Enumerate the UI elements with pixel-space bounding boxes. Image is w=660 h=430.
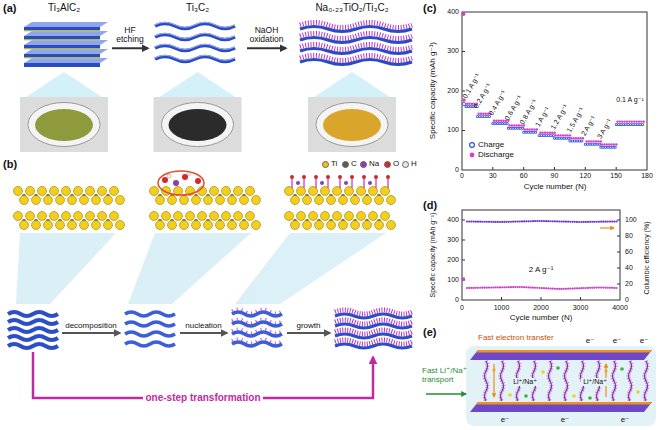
axis-title: Cycle number (N) bbox=[510, 313, 573, 322]
tick-label: 400 bbox=[447, 216, 459, 224]
panel-letter: (a) bbox=[3, 2, 16, 15]
ion-label: Li⁺/Na⁺ bbox=[581, 378, 609, 386]
tick-label: 100 bbox=[447, 276, 459, 284]
transformation-bracket bbox=[33, 352, 373, 398]
node-label: Na₀.₂₃TiO₂/Ti₃C₂ bbox=[315, 2, 388, 14]
tick-label: 1000 bbox=[494, 304, 510, 312]
legend-label: Discharge bbox=[478, 150, 514, 159]
material-node: Na₀.₂₃TiO₂/Ti₃C₂ bbox=[288, 2, 416, 68]
annotation: Fast electron transfer bbox=[478, 333, 554, 342]
rate-label: 2 A g⁻¹ bbox=[580, 115, 598, 138]
tick-label: 40 bbox=[625, 264, 633, 272]
tick-label: 100 bbox=[447, 126, 459, 134]
legend-label: Ti bbox=[331, 159, 337, 168]
tick-label: 0 bbox=[455, 296, 459, 304]
step-label: decomposition bbox=[65, 321, 117, 330]
current-label: 2 A g⁻¹ bbox=[529, 265, 554, 274]
tick-label: 3000 bbox=[573, 304, 589, 312]
panel-letter: (e) bbox=[423, 326, 436, 339]
legend-label: Charge bbox=[478, 140, 504, 149]
tick-label: 150 bbox=[610, 172, 622, 180]
edge-label: HF etching bbox=[110, 26, 150, 46]
stage-sheets bbox=[8, 309, 412, 348]
legend-swatch bbox=[402, 161, 409, 168]
tick-label: 20 bbox=[625, 280, 633, 288]
electron-label: e⁻ bbox=[621, 415, 630, 424]
material-node: Ti₃C₂ bbox=[150, 2, 245, 68]
axis-title: Columbic efficiency (%) bbox=[644, 221, 652, 294]
atomic-structures bbox=[14, 171, 396, 230]
rate-label: 1 A g⁻¹ bbox=[534, 106, 552, 129]
tick-label: 300 bbox=[447, 236, 459, 244]
powder-photos bbox=[20, 72, 396, 152]
electron-label: e⁻ bbox=[501, 415, 510, 424]
process-arrow bbox=[247, 47, 286, 49]
panel-letter: (b) bbox=[3, 158, 17, 171]
tick-label: 80 bbox=[625, 232, 633, 240]
process-arrow bbox=[112, 47, 148, 49]
tick-label: 4000 bbox=[612, 304, 628, 312]
electron-label: e⁻ bbox=[613, 336, 622, 345]
rate-label: 3 A g⁻¹ bbox=[596, 118, 614, 141]
tick-label: 100 bbox=[625, 216, 637, 224]
ti3c2-sheets bbox=[155, 22, 235, 61]
panel-letter: (d) bbox=[423, 199, 437, 212]
panel-letter: (c) bbox=[423, 2, 436, 15]
tick-label: 60 bbox=[520, 172, 528, 180]
tick-label: 0 bbox=[625, 296, 629, 304]
step-label: growth bbox=[296, 321, 320, 330]
legend-label: O bbox=[393, 159, 399, 168]
annotation: Fast Li⁺/Na⁺ transport bbox=[422, 366, 468, 384]
tick-label: 0 bbox=[460, 304, 464, 312]
node-label: Ti₃C₂ bbox=[186, 2, 209, 14]
tick-label: 60 bbox=[625, 248, 633, 256]
ion-label: Li⁺/Na⁺ bbox=[511, 378, 539, 386]
axis-title: Specific capacity (mAh g⁻¹) bbox=[428, 42, 437, 139]
transformation-label: one-step transformation bbox=[143, 392, 262, 404]
electron-label: e⁻ bbox=[586, 336, 595, 345]
zoom-cones bbox=[16, 233, 386, 304]
axis-title: Specific capacity (mAh g⁻¹) bbox=[429, 212, 437, 297]
legend-swatch bbox=[322, 161, 329, 168]
axis-title: Cycle number (N) bbox=[524, 182, 587, 191]
transport-schematic bbox=[426, 346, 656, 426]
edge-label: NaOH oxidation bbox=[245, 26, 288, 46]
tick-label: 2000 bbox=[533, 304, 549, 312]
legend-swatch bbox=[384, 161, 391, 168]
tick-label: 400 bbox=[447, 8, 459, 16]
legend-swatch bbox=[342, 161, 349, 168]
tick-label: 30 bbox=[489, 172, 497, 180]
legend-label: H bbox=[411, 159, 417, 168]
tick-label: 90 bbox=[551, 172, 559, 180]
ti3alc2-stack bbox=[24, 22, 108, 67]
tick-label: 0 bbox=[455, 166, 459, 174]
material-node: Ti₃AlC₂ bbox=[18, 2, 110, 68]
nanowire-sheets bbox=[300, 23, 412, 65]
tick-label: 200 bbox=[447, 256, 459, 264]
legend-swatch bbox=[360, 161, 367, 168]
step-label: nucleation bbox=[185, 321, 221, 330]
rate-label: 0.1 A g⁻¹ bbox=[616, 96, 643, 104]
electron-label: e⁻ bbox=[561, 415, 570, 424]
tick-label: 0 bbox=[460, 172, 464, 180]
rate-chart bbox=[462, 12, 648, 170]
stage-arrows bbox=[62, 332, 330, 334]
tick-label: 300 bbox=[447, 47, 459, 55]
legend-label: C bbox=[351, 159, 357, 168]
tick-label: 120 bbox=[579, 172, 591, 180]
tick-label: 180 bbox=[641, 172, 653, 180]
cycling-chart bbox=[462, 210, 620, 300]
legend-label: Na bbox=[369, 159, 379, 168]
node-label: Ti₃AlC₂ bbox=[48, 2, 80, 14]
electron-label: e⁻ bbox=[640, 336, 649, 345]
tick-label: 200 bbox=[447, 87, 459, 95]
